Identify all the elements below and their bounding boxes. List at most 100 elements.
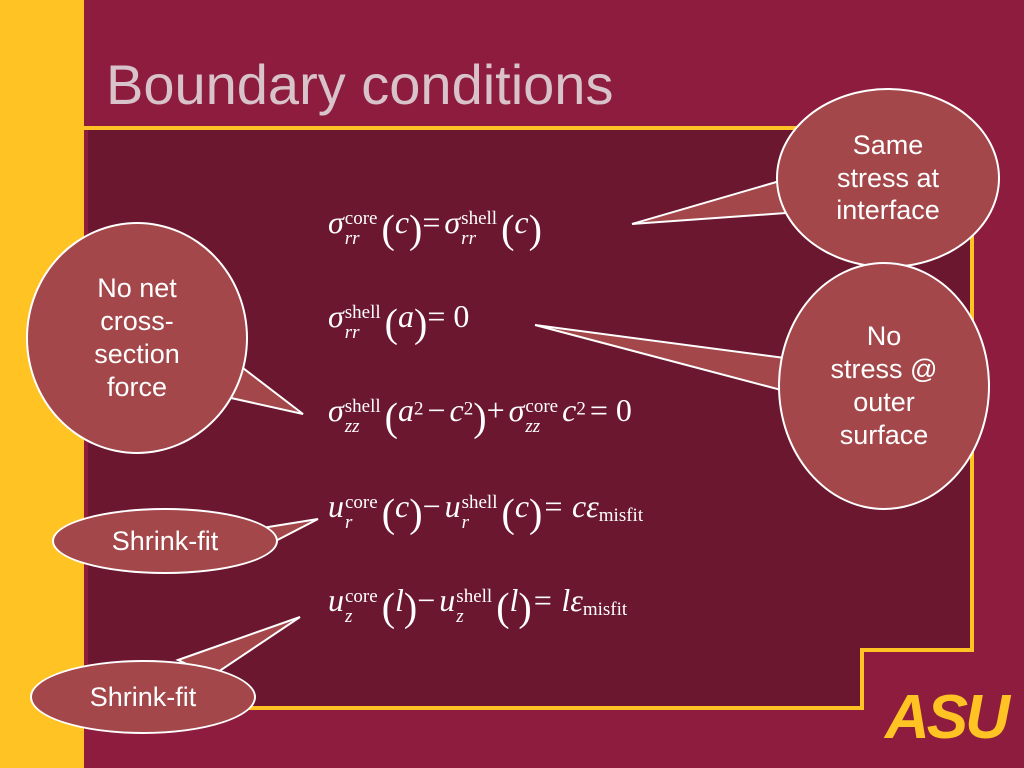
eq1-sigma: σ	[328, 204, 344, 240]
eq1-sup-1: core	[344, 208, 378, 230]
no-net-force-callout: No net cross- section force	[26, 222, 248, 454]
eq2-paren: (	[384, 300, 398, 346]
eq4-rhs: = c	[542, 488, 587, 524]
eq3-sup-1: shell	[344, 396, 381, 418]
eq4-u-2: u	[444, 488, 461, 524]
eq5-sub-2: z	[456, 606, 464, 628]
eq3-paren: (	[384, 394, 398, 440]
eq4-sub-2: r	[461, 512, 470, 534]
eq3-paren: )	[473, 394, 487, 440]
eq4-u: u	[328, 488, 344, 524]
eq3-a: a	[398, 392, 414, 428]
eq4-paren: )	[409, 490, 423, 536]
eq5-eps-sub: misfit	[582, 599, 628, 621]
callout-line: force	[106, 371, 168, 402]
eq5-minus: −	[417, 582, 436, 618]
eq2-paren: )	[414, 300, 428, 346]
eq4-sup-2: shell	[461, 492, 498, 514]
eq2-sigma: σ	[328, 298, 344, 334]
eq5-u: u	[328, 582, 344, 618]
eq4-paren: )	[529, 490, 543, 536]
eq3-rhs: = 0	[589, 392, 632, 428]
callout-line: stress @	[830, 354, 938, 385]
eq4-sub-1: r	[345, 512, 353, 534]
eq4-eps-sub: misfit	[598, 505, 644, 527]
callout-line: section	[94, 339, 180, 369]
eq1-arg: c	[394, 204, 410, 240]
eq3-sup-2: core	[525, 396, 559, 418]
content-panel	[88, 128, 972, 708]
eq1-sub-2: rr	[461, 228, 476, 250]
eq1-sigma-2: σ	[444, 204, 461, 240]
eq3-exp: 2	[576, 398, 586, 420]
eq3-sigma-2: σ	[508, 392, 525, 428]
eq4-arg: c	[395, 488, 410, 524]
eq3-c2: c	[562, 392, 577, 428]
eq3-sub-2: zz	[525, 416, 541, 438]
eq1-equals: =	[422, 204, 441, 240]
eq5-arg-2: l	[509, 582, 519, 618]
callout-line: No	[866, 321, 902, 352]
eq2-rhs: = 0	[427, 298, 470, 334]
eq4-paren: (	[501, 490, 515, 536]
eq4-paren: (	[381, 490, 396, 536]
eq3-sub-1: zz	[344, 416, 360, 438]
eq5-u-2: u	[439, 582, 456, 618]
shrink-fit-callout-1: Shrink-fit	[52, 508, 278, 574]
eq2-sup: shell	[344, 302, 381, 324]
eq3-exp: 2	[414, 398, 424, 420]
no-stress-callout: No stress @ outer surface	[778, 262, 990, 510]
eq3-c: c	[449, 392, 464, 428]
eq5-paren: (	[381, 584, 396, 630]
eq1-paren: )	[528, 206, 542, 252]
callout-line: stress at	[836, 162, 940, 193]
same-stress-callout: Same stress at interface	[776, 88, 1000, 268]
callout-line: surface	[839, 419, 929, 450]
shrink-fit-callout-2: Shrink-fit	[30, 660, 256, 734]
eq3-sigma: σ	[328, 392, 344, 428]
eq2-sub: rr	[344, 322, 360, 344]
eq5-arg: l	[395, 582, 404, 618]
eq3-exp: 2	[463, 398, 474, 420]
eq5-epsilon: ε	[570, 582, 583, 618]
callout-label: Shrink-fit	[89, 681, 197, 712]
eq5-sup-2: shell	[456, 586, 493, 608]
eq4-sup-1: core	[345, 492, 378, 514]
eq1-paren: )	[409, 206, 423, 252]
callout-line: interface	[836, 195, 940, 226]
callout-line: Same	[852, 129, 924, 160]
eq5-sub-1: z	[345, 606, 353, 628]
eq5-sup-1: core	[345, 586, 378, 608]
eq3-plus: +	[486, 392, 505, 428]
eq1-paren: (	[501, 206, 515, 252]
eq1-arg-2: c	[514, 204, 529, 240]
eq1-sup-2: shell	[461, 208, 498, 230]
eq5-paren: )	[403, 584, 418, 630]
eq4-epsilon: ε	[586, 488, 599, 524]
eq4-minus: −	[422, 488, 441, 524]
callout-line: outer	[853, 387, 915, 417]
eq2-arg: a	[398, 298, 414, 334]
callout-line: No net	[97, 273, 177, 304]
eq3-minus: −	[427, 392, 446, 428]
eq5-rhs: = l	[531, 582, 571, 618]
eq1-sub-1: rr	[344, 228, 360, 250]
eq1-paren: (	[381, 206, 395, 252]
eq5-paren: )	[518, 584, 532, 630]
callout-line: cross-	[100, 306, 174, 337]
slide-title: Boundary conditions	[106, 53, 614, 116]
